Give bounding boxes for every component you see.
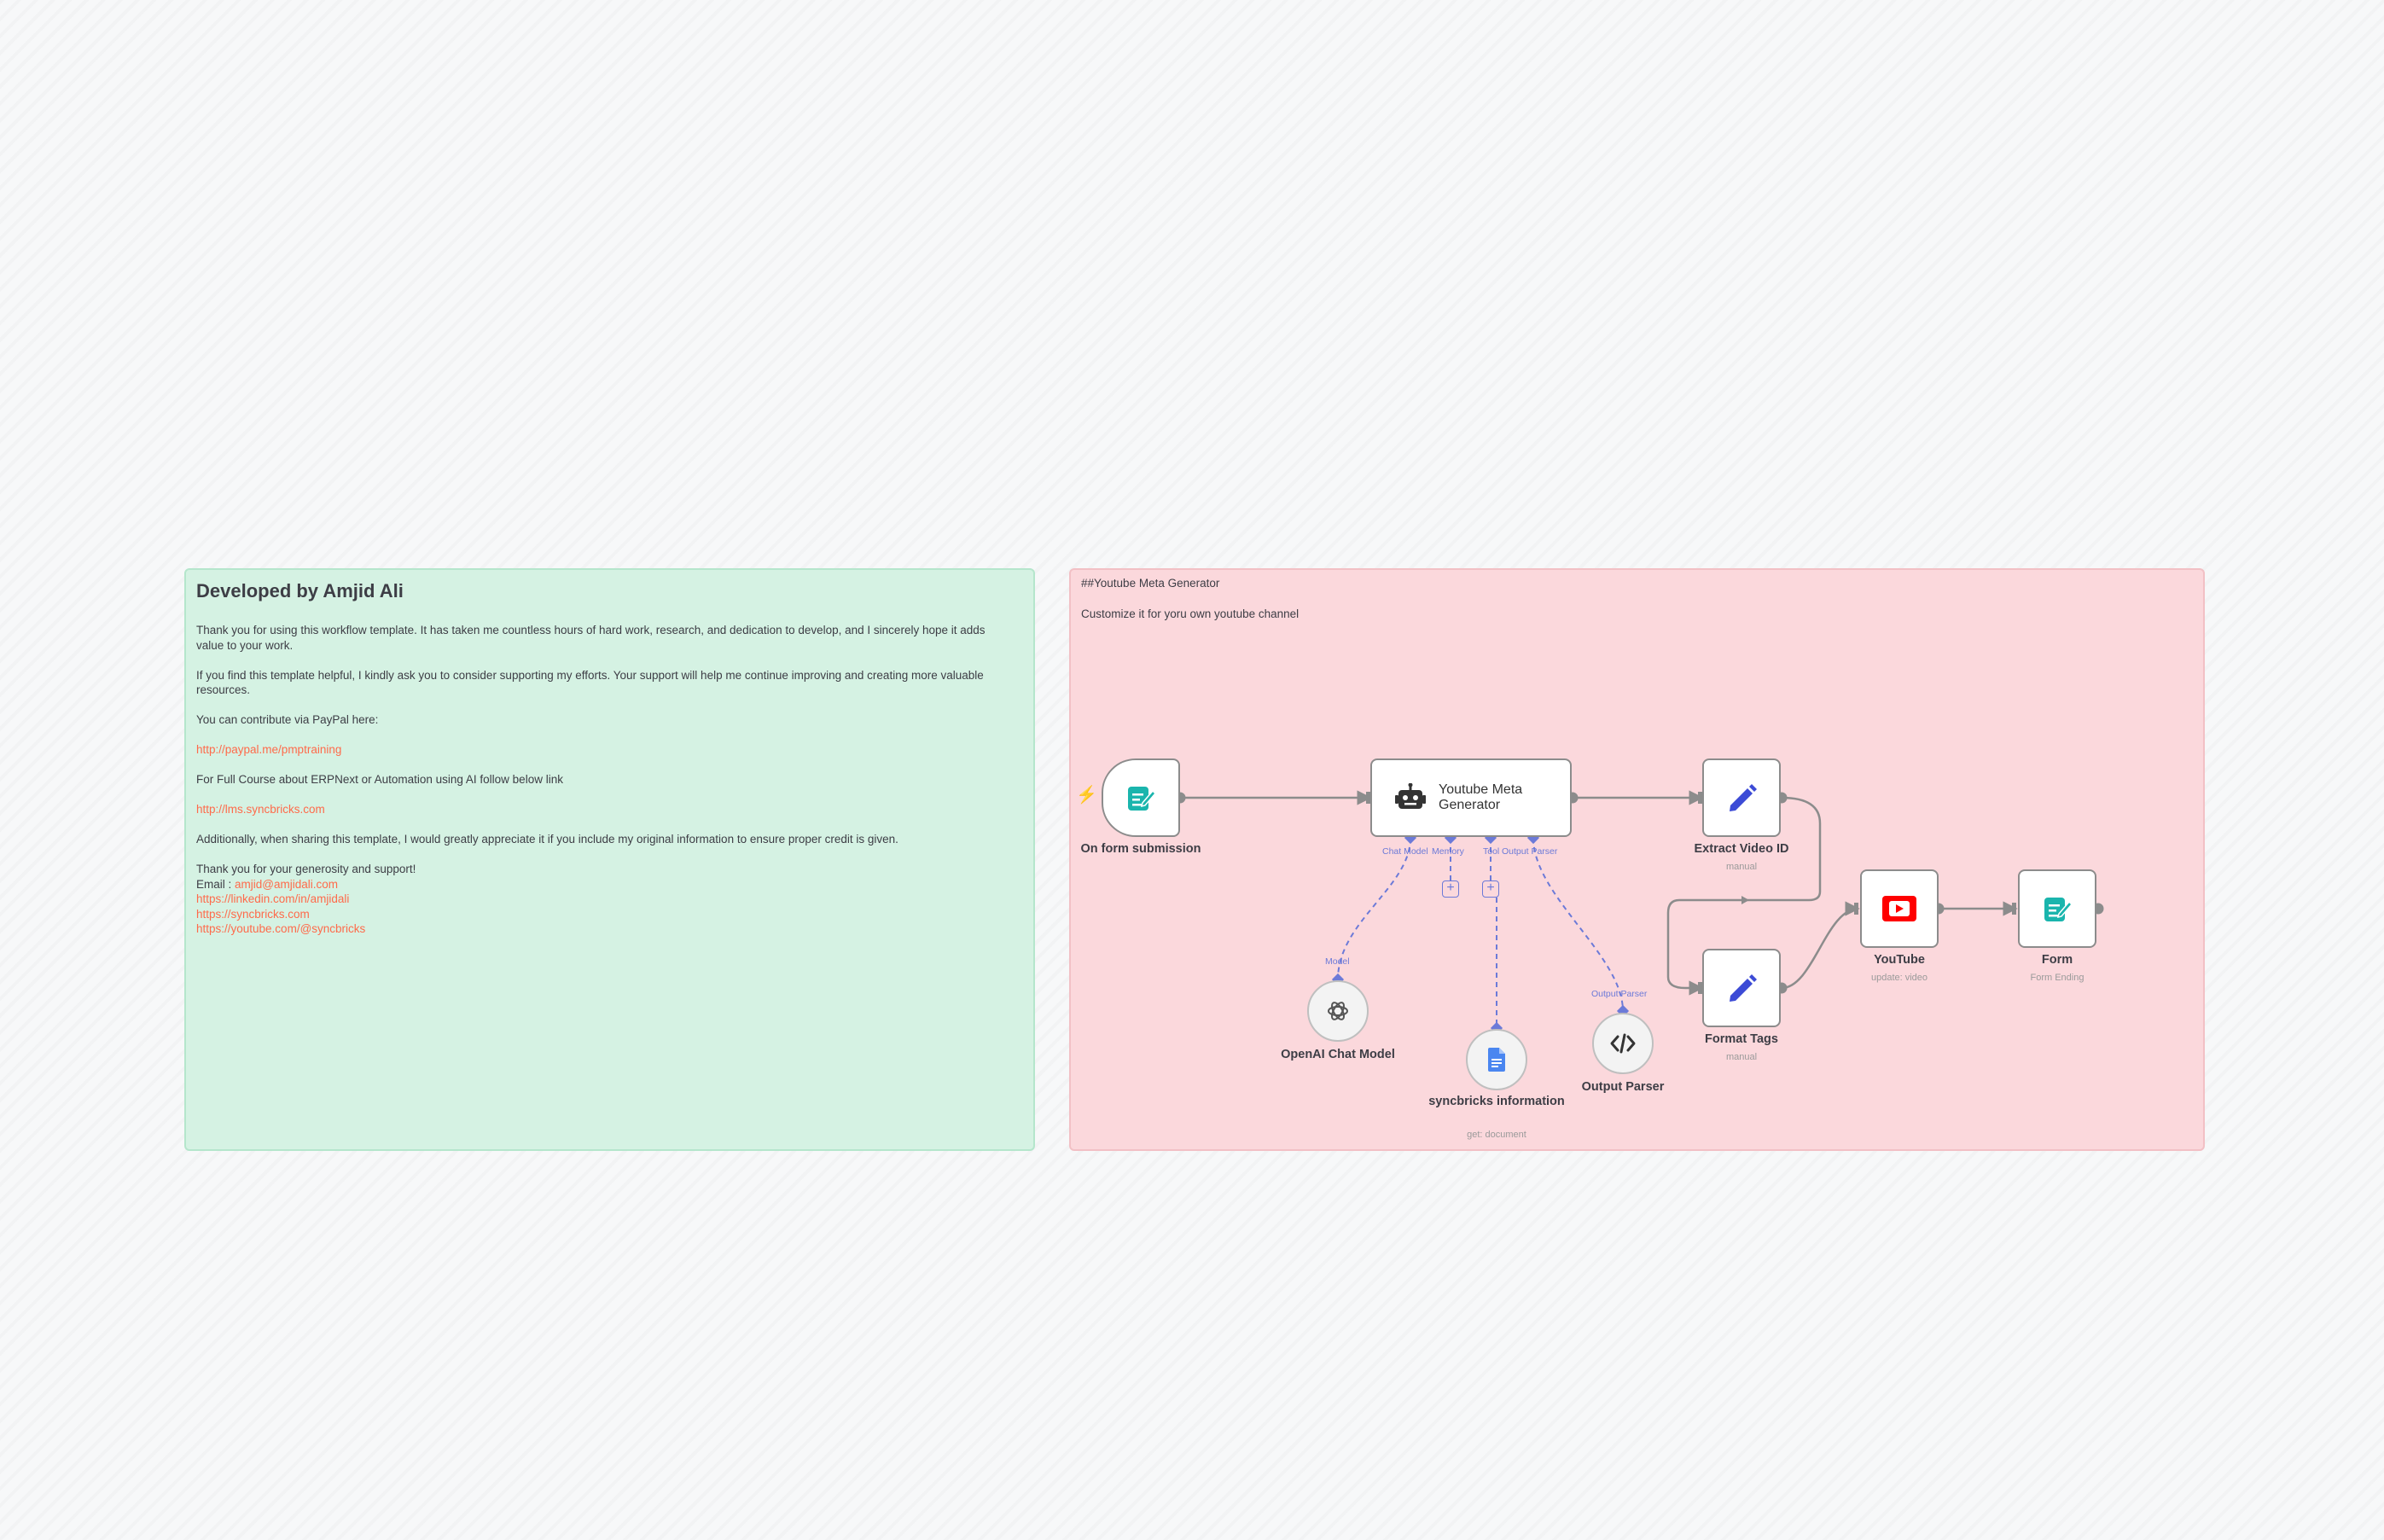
add-memory-button[interactable]: + [1442,880,1459,898]
node-format-tags[interactable] [1702,949,1781,1027]
note-paragraph: If you find this template helpful, I kin… [196,668,984,697]
node-syncbricks-information[interactable] [1466,1029,1527,1090]
code-icon [1610,1033,1636,1054]
node-subtitle: update: video [1870,973,1928,983]
workflow-note-subtitle: Customize it for yoru own youtube channe… [1081,607,1300,620]
linkedin-link[interactable]: https://linkedin.com/in/amjidali [196,892,350,905]
note-paragraph: For Full Course about ERPNext or Automat… [196,773,563,786]
port-label-parser-in: Output Parser [1591,989,1648,999]
robot-icon [1395,783,1426,809]
port-label-chat-model: Chat Model [1382,846,1428,857]
openai-icon [1328,1002,1348,1020]
form-icon [1128,787,1157,811]
port-label-tool: Tool [1483,846,1500,857]
port-label-model: Model [1325,956,1350,967]
note-title: Developed by Amjid Ali [196,580,404,601]
port-label-memory: Memory [1432,846,1464,857]
note-paragraph: You can contribute via PayPal here: [196,713,379,726]
node-openai-chat-model[interactable] [1307,980,1369,1042]
email-link[interactable]: amjid@amjidali.com [235,877,339,891]
email-label: Email : [196,877,235,891]
sticky-note-credits[interactable]: Developed by Amjid Ali Thank you for usi… [184,568,1035,1151]
website-link[interactable]: https://syncbricks.com [196,907,310,921]
node-youtube-meta-generator[interactable]: Youtube Meta Generator [1370,758,1572,837]
add-tool-button[interactable]: + [1482,880,1499,898]
note-paragraph: Thank you for using this workflow templa… [196,624,986,652]
node-youtube[interactable] [1860,869,1939,948]
youtube-link[interactable]: https://youtube.com/@syncbricks [196,922,366,935]
node-label: Format Tags [1705,1032,1778,1046]
google-docs-icon [1488,1048,1505,1072]
node-form-ending[interactable] [2018,869,2096,948]
pencil-icon [1730,974,1757,1002]
form-icon [2044,898,2073,921]
node-output-parser[interactable] [1592,1013,1654,1074]
node-label: On form submission [1080,842,1201,856]
note-paragraph: Additionally, when sharing this template… [196,833,898,846]
node-label: OpenAI Chat Model [1281,1048,1395,1061]
node-extract-video-id[interactable] [1702,758,1781,837]
pencil-icon [1730,784,1757,811]
node-label: Form [2041,953,2073,967]
youtube-icon [1882,896,1916,921]
paypal-link[interactable]: http://paypal.me/pmptraining [196,743,342,756]
node-label: Extract Video ID [1694,842,1789,856]
workflow-note-title: ##Youtube Meta Generator [1081,577,1220,590]
node-subtitle: manual [1725,862,1758,872]
node-subtitle: manual [1725,1052,1758,1062]
agent-title: Youtube Meta Generator [1439,782,1523,812]
node-label: YouTube [1874,953,1925,967]
node-subtitle: get: document [1467,1130,1526,1140]
trigger-bolt-icon: ⚡ [1076,786,1097,805]
node-label: Output Parser [1581,1080,1665,1094]
lms-link[interactable]: http://lms.syncbricks.com [196,803,325,816]
node-on-form-submission[interactable] [1102,758,1180,837]
node-label: syncbricks information [1428,1095,1565,1108]
node-subtitle: Form Ending [2030,973,2085,983]
note-body: Thank you for using this workflow templa… [196,623,1015,937]
note-paragraph: Thank you for your generosity and suppor… [196,863,416,875]
port-label-output-parser: Output Parser [1502,846,1558,857]
